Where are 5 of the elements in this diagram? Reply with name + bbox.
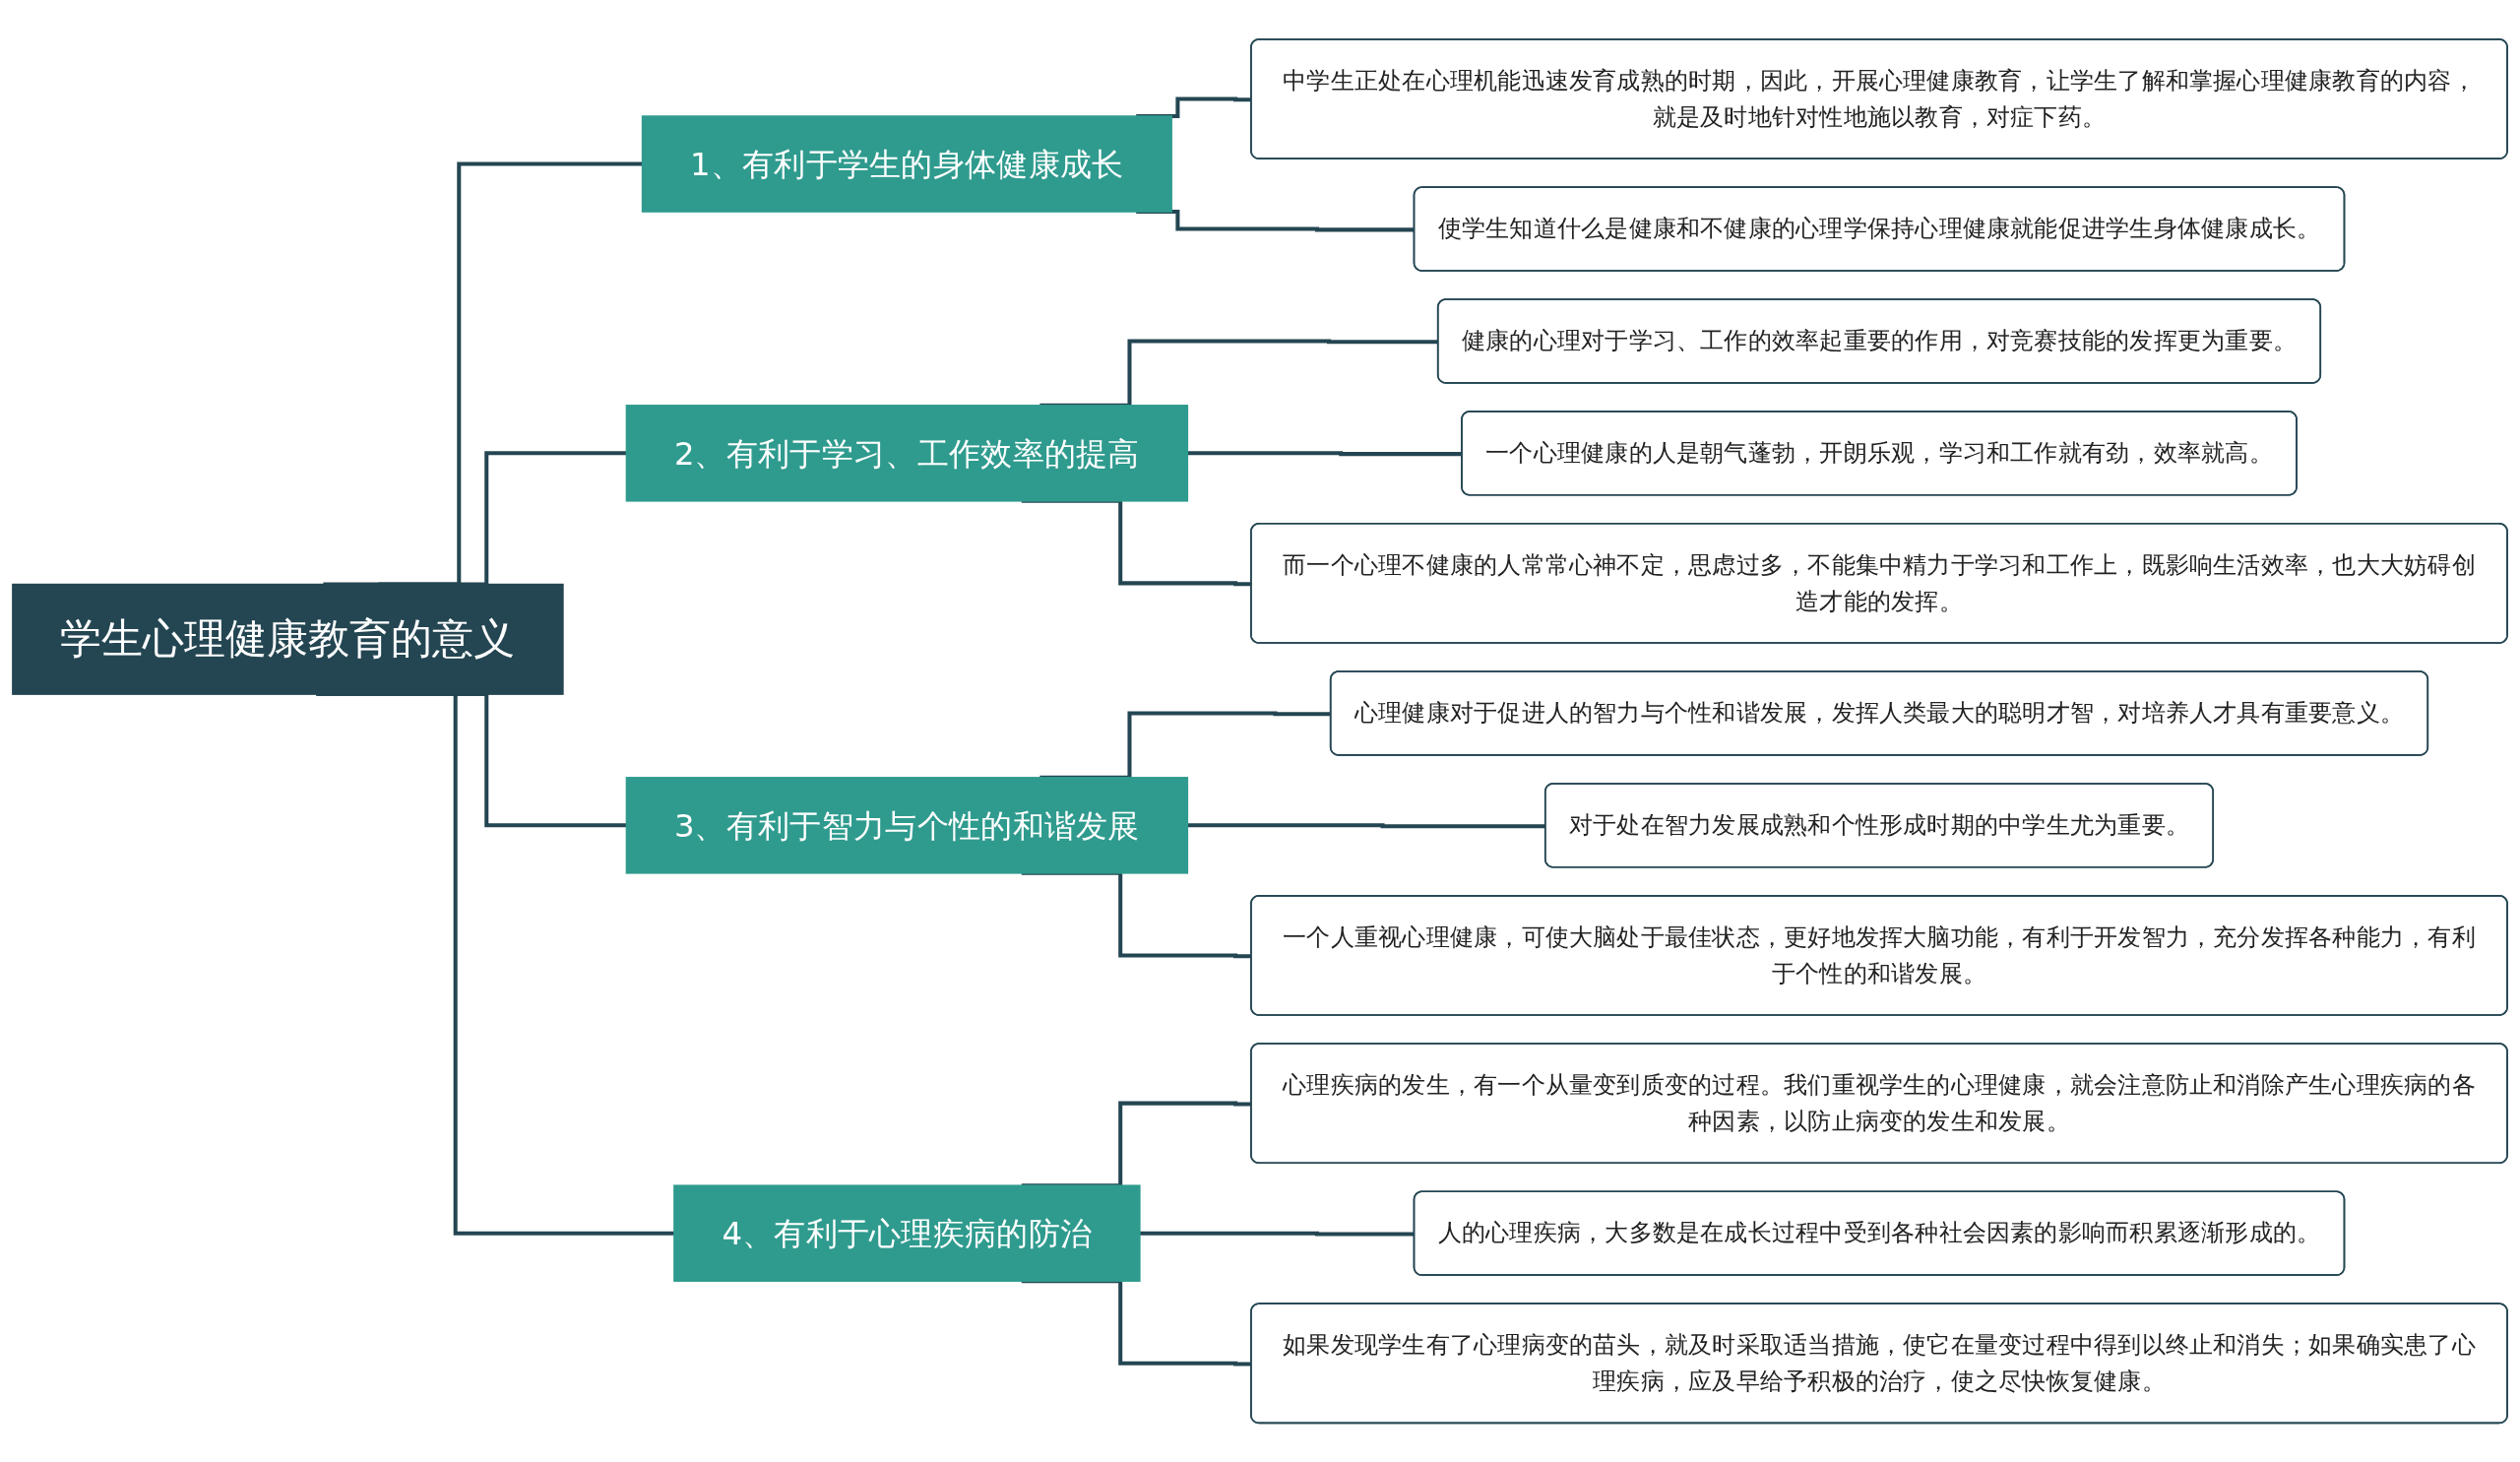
node-box [625,776,1189,874]
node-box [625,404,1189,502]
node-box [673,1184,1141,1282]
node-box [12,583,564,695]
node-box [641,115,1172,213]
